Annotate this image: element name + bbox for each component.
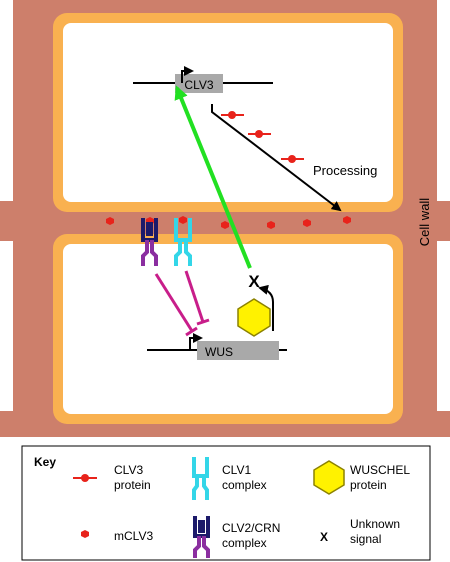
- key-unknown-signal-label: Unknown signal: [350, 517, 403, 546]
- clv1-inhibition-line: [184, 270, 210, 326]
- key-mclv3-label: mCLV3: [114, 529, 153, 543]
- wus-gene-label: WUS: [205, 345, 233, 359]
- key-panel: Key CLV3 protein CLV1 complex WUSCHEL pr…: [21, 445, 431, 561]
- mclv3-icon: [343, 216, 351, 224]
- left-white-strip-top: [0, 0, 13, 201]
- key-clv1-complex-label: CLV1 complex: [222, 463, 267, 492]
- unknown-signal-icon: X: [320, 530, 328, 544]
- clv2-crn-inhibition-line: [154, 273, 198, 337]
- activation-arrow: [174, 85, 252, 269]
- mclv3-icon: [267, 221, 275, 229]
- key-title: Key: [34, 455, 56, 469]
- clv2-crn-complex-icon: [141, 218, 158, 266]
- processing-label: Processing: [313, 163, 377, 178]
- key-clv3-protein-label: CLV3 protein: [114, 463, 151, 492]
- clv3-protein-icon: [73, 474, 97, 482]
- wus-gene-box: [197, 341, 279, 360]
- clv3-promoter-arrow-icon: [181, 66, 194, 83]
- key-clv2-crn-complex-label: CLV2/CRN complex: [222, 521, 284, 550]
- unknown-signal-mark: X: [248, 272, 260, 291]
- wuschel-protein-icon: [313, 460, 345, 495]
- mclv3-icon: [303, 219, 311, 227]
- top-cell-interior: [63, 23, 393, 202]
- processing-arrow: [211, 104, 342, 212]
- clv3-protein-icon: [281, 155, 304, 163]
- wus-promoter-arrow-icon: [189, 333, 203, 350]
- right-white-strip-top: [437, 0, 450, 201]
- signal-production-arrow: [258, 284, 274, 331]
- clv1-complex-icon: [192, 457, 209, 500]
- mclv3-icon: [106, 217, 114, 225]
- mclv3-icon: [179, 216, 187, 224]
- clv2-crn-complex-icon: [193, 516, 210, 558]
- left-white-strip-bottom: [0, 241, 13, 411]
- bottom-cell-interior: [63, 244, 393, 414]
- cell-wall-label: Cell wall: [417, 198, 432, 247]
- right-white-strip-bottom: [437, 241, 450, 411]
- clv3-protein-icon: [248, 130, 271, 138]
- mclv3-icon: [81, 530, 89, 538]
- clv1-complex-icon: [174, 218, 192, 266]
- clv3-protein-icon: [221, 111, 244, 119]
- mclv3-icon: [221, 221, 229, 229]
- key-wuschel-protein-label: WUSCHEL protein: [350, 463, 413, 492]
- wuschel-protein-icon: [237, 298, 271, 337]
- clv3-gene-label: CLV3: [184, 78, 213, 92]
